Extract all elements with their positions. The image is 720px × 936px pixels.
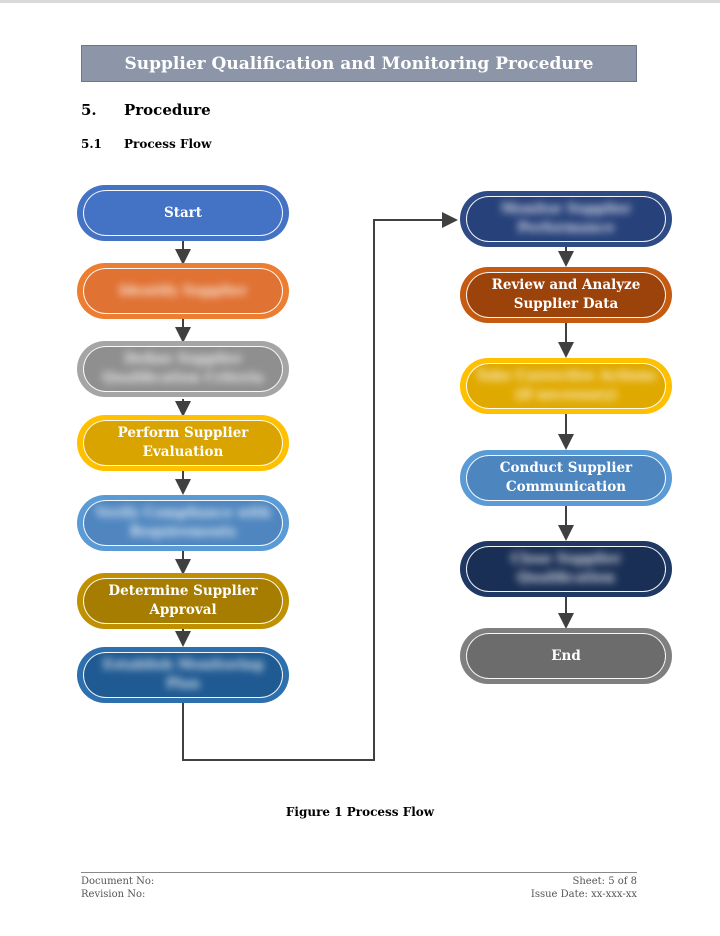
footer-sheet: Sheet: 5 of 8	[572, 876, 638, 887]
flow-node-communicate: Conduct Supplier Communication	[460, 450, 672, 506]
document-title-banner: Supplier Qualification and Monitoring Pr…	[81, 45, 637, 82]
flow-node-criteria: Define Supplier Qualification Criteria	[77, 341, 289, 397]
flow-node-identify: Identify Supplier	[77, 263, 289, 319]
flow-node-label: Define Supplier Qualification Criteria	[102, 351, 264, 386]
flow-node-label: Establish Monitoring Plan	[102, 657, 264, 692]
document-title: Supplier Qualification and Monitoring Pr…	[124, 53, 594, 74]
flow-node-label: Determine Supplier Approval	[108, 583, 258, 618]
flow-node-end: End	[460, 628, 672, 684]
footer-issue-date: Issue Date: xx-xxx-xx	[530, 889, 637, 900]
flow-node-label: Monitor Supplier Performance	[500, 201, 632, 236]
flow-node-start: Start	[77, 185, 289, 241]
flow-node-review: Review and Analyze Supplier Data	[460, 267, 672, 323]
footer-revision-no: Revision No:	[81, 889, 146, 900]
flow-node-label: Perform Supplier Evaluation	[117, 425, 249, 460]
flow-node-label: Take Corrective Actions (if necessary)	[476, 368, 656, 403]
section-number: 5.	[81, 101, 97, 119]
flow-node-label: Verify Compliance with Requirements	[95, 505, 271, 540]
flow-node-monitor: Monitor Supplier Performance	[460, 191, 672, 247]
section-title: Procedure	[124, 101, 211, 119]
figure-caption: Figure 1 Process Flow	[285, 805, 435, 819]
flow-node-evaluate: Perform Supplier Evaluation	[77, 415, 289, 471]
arrow-monitorplan-monitor	[182, 212, 458, 761]
flow-node-monitor-plan: Establish Monitoring Plan	[77, 647, 289, 703]
flow-node-approve: Determine Supplier Approval	[77, 573, 289, 629]
flow-node-label: Start	[163, 204, 203, 221]
flow-node-actions: Take Corrective Actions (if necessary)	[460, 358, 672, 414]
flow-node-label: End	[551, 647, 581, 664]
subsection-number: 5.1	[81, 137, 102, 151]
subsection-title: Process Flow	[124, 137, 212, 151]
flow-node-label: Review and Analyze Supplier Data	[491, 277, 641, 312]
flow-node-label: Identify Supplier	[118, 282, 248, 299]
flow-node-verify: Verify Compliance with Requirements	[77, 495, 289, 551]
footer-document-no: Document No:	[81, 876, 155, 887]
flow-node-label: Close Supplier Qualification	[510, 551, 622, 586]
flow-node-close: Close Supplier Qualification	[460, 541, 672, 597]
page-top-border	[0, 0, 720, 3]
flow-node-label: Conduct Supplier Communication	[499, 460, 633, 495]
footer-divider	[81, 872, 637, 873]
